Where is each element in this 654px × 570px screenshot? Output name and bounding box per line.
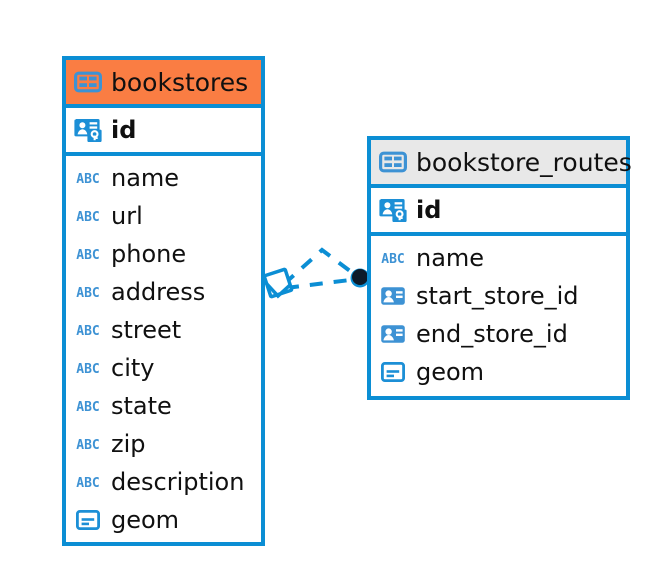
field-label: zip xyxy=(111,430,146,458)
field-label: phone xyxy=(111,240,187,268)
text-abc-icon: ABC xyxy=(76,399,100,415)
field-label: geom xyxy=(416,358,485,386)
field-row-state[interactable]: ABC state xyxy=(66,387,261,425)
field-row-end-store-id[interactable]: end_store_id xyxy=(371,315,626,353)
text-abc-icon: ABC xyxy=(76,209,100,225)
field-label: address xyxy=(111,278,206,306)
entity-table-bookstore-routes[interactable]: bookstore_routes id ABC xyxy=(367,136,632,400)
field-row-pk[interactable]: id xyxy=(371,188,626,232)
entity-header-bookstore-routes[interactable]: bookstore_routes xyxy=(371,140,632,188)
entity-table-bookstores[interactable]: bookstores id ABC xyxy=(62,56,265,546)
entity-title: bookstore_routes xyxy=(416,147,632,177)
field-label: city xyxy=(111,354,155,382)
primary-key-section: id xyxy=(371,188,626,236)
field-label: id xyxy=(111,116,137,144)
field-label: end_store_id xyxy=(416,320,568,348)
diamond-marker xyxy=(262,267,294,299)
field-label: id xyxy=(416,196,442,224)
relationship-line-branch-lower xyxy=(285,277,359,290)
filled-circle-marker xyxy=(350,268,370,288)
text-abc-icon: ABC xyxy=(76,475,100,491)
field-row-street[interactable]: ABC street xyxy=(66,311,261,349)
field-list: ABC name ABC url ABC phone ABC address A… xyxy=(66,156,261,543)
geometry-icon xyxy=(381,362,406,383)
text-abc-icon: ABC xyxy=(76,437,100,453)
field-list: ABC name start_store_id xyxy=(371,236,626,395)
foreign-key-icon xyxy=(381,287,405,305)
field-label: state xyxy=(111,392,172,420)
field-label: start_store_id xyxy=(416,282,579,310)
primary-key-section: id xyxy=(66,108,261,156)
primary-key-icon xyxy=(379,199,407,222)
field-label: url xyxy=(111,202,143,230)
foreign-key-icon xyxy=(381,325,405,343)
relationship-line-branch-upper xyxy=(282,247,360,286)
field-row-pk[interactable]: id xyxy=(66,108,261,152)
field-row-zip[interactable]: ABC zip xyxy=(66,425,261,463)
field-row-url[interactable]: ABC url xyxy=(66,197,261,235)
field-row-address[interactable]: ABC address xyxy=(66,273,261,311)
entity-title: bookstores xyxy=(111,67,249,97)
field-row-name[interactable]: ABC name xyxy=(371,239,626,277)
field-row-start-store-id[interactable]: start_store_id xyxy=(371,277,626,315)
text-abc-icon: ABC xyxy=(381,251,405,267)
field-row-geom[interactable]: geom xyxy=(66,501,261,539)
field-label: street xyxy=(111,316,182,344)
entity-header-bookstores[interactable]: bookstores xyxy=(66,60,261,108)
table-icon xyxy=(379,151,407,173)
primary-key-icon xyxy=(74,119,102,142)
table-icon xyxy=(74,71,102,93)
geometry-icon xyxy=(76,510,101,531)
field-row-geom[interactable]: geom xyxy=(371,353,626,391)
field-label: geom xyxy=(111,506,180,534)
text-abc-icon: ABC xyxy=(76,361,100,377)
field-row-description[interactable]: ABC description xyxy=(66,463,261,501)
text-abc-icon: ABC xyxy=(76,285,100,301)
field-row-name[interactable]: ABC name xyxy=(66,159,261,197)
text-abc-icon: ABC xyxy=(76,323,100,339)
field-row-city[interactable]: ABC city xyxy=(66,349,261,387)
field-label: description xyxy=(111,468,245,496)
text-abc-icon: ABC xyxy=(76,247,100,263)
text-abc-icon: ABC xyxy=(76,171,100,187)
field-label: name xyxy=(416,244,485,272)
field-row-phone[interactable]: ABC phone xyxy=(66,235,261,273)
field-label: name xyxy=(111,164,180,192)
